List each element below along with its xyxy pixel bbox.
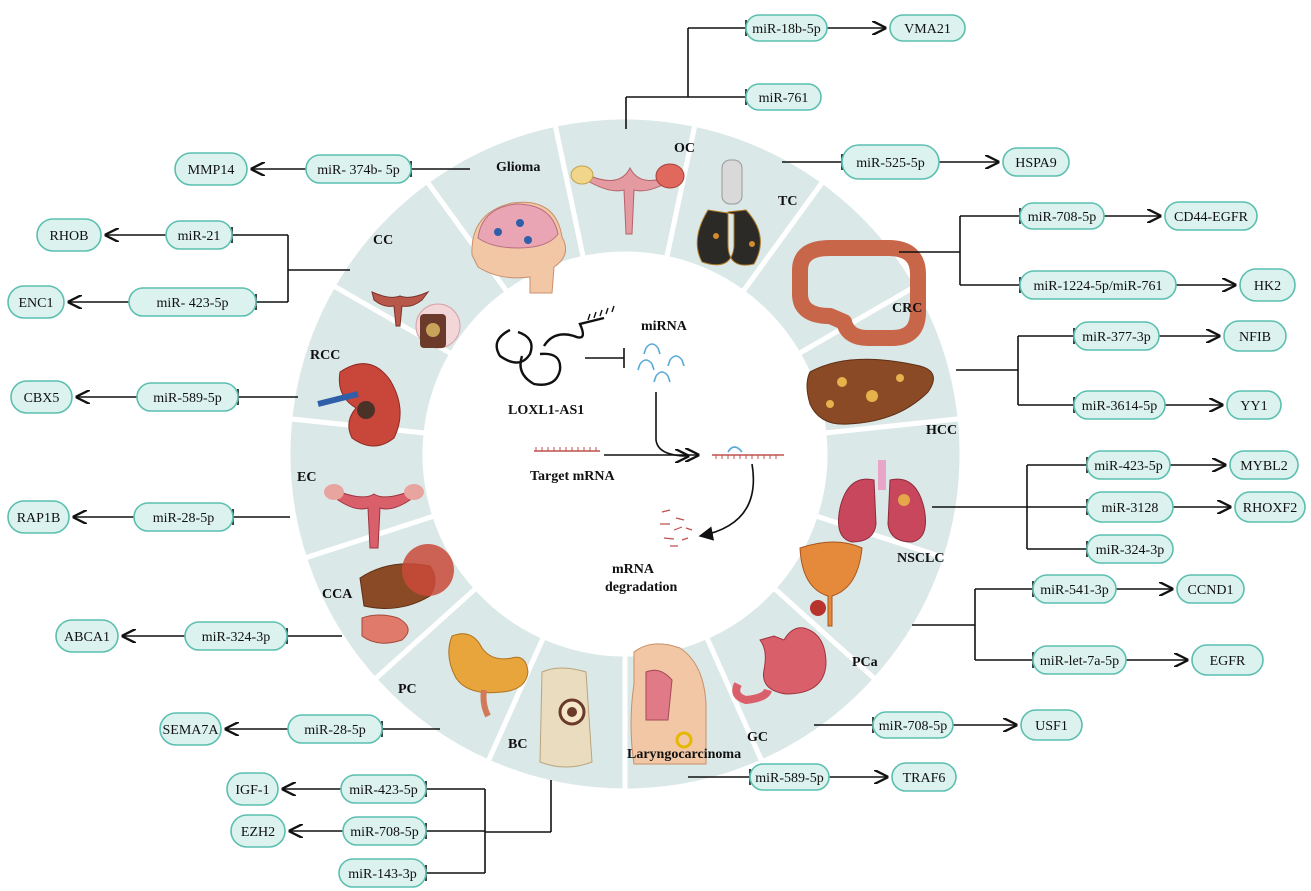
pill-hcc-mir2-text: miR-3614-5p	[1082, 399, 1157, 414]
label-laryngocarcinoma: Laryngocarcinoma	[627, 747, 741, 762]
pill-crc-tgt1-text: CD44-EGFR	[1174, 210, 1249, 225]
pill-lar-mir-text: miR-589-5p	[755, 771, 823, 786]
pill-nsclc-mir2-text: miR-3128	[1102, 501, 1159, 516]
label-tc: TC	[778, 194, 797, 209]
pill-glioma-mir-text: miR- 374b- 5p	[317, 163, 399, 178]
pill-nsclc-tgt1-text: MYBL2	[1240, 459, 1287, 474]
label-rcc: RCC	[310, 348, 340, 363]
label-pc: PC	[398, 682, 417, 697]
pill-pc-mir-text: miR-28-5p	[304, 723, 365, 738]
pill-nsclc-mir3-text: miR-324-3p	[1096, 543, 1164, 558]
pill-crc-mir1-text: miR-708-5p	[1028, 210, 1096, 225]
pill-bc-mir3-text: miR-143-3p	[348, 867, 416, 882]
pill-oc-mir1-text: miR-18b-5p	[752, 22, 820, 37]
pill-bc-tgt2-text: EZH2	[241, 825, 275, 840]
label-hcc: HCC	[926, 423, 957, 438]
pill-cca-mir-text: miR-324-3p	[202, 630, 270, 645]
pill-hcc-mir1-text: miR-377-3p	[1082, 330, 1150, 345]
pill-cc-tgt2-text: ENC1	[19, 296, 54, 311]
target-mrna-label: Target mRNA	[530, 469, 616, 484]
pill-nsclc-tgt2-text: RHOXF2	[1243, 501, 1297, 516]
degradation-label-2: degradation	[605, 580, 678, 595]
pill-crc-mir2-text: miR-1224-5p/miR-761	[1033, 279, 1162, 294]
pill-hcc-tgt2-text: YY1	[1240, 399, 1267, 414]
label-crc: CRC	[892, 301, 922, 316]
pill-rcc-tgt-text: CBX5	[24, 391, 60, 406]
pill-pc-tgt-text: SEMA7A	[162, 723, 219, 738]
label-ec: EC	[297, 470, 316, 485]
pill-cc-tgt1-text: RHOB	[50, 229, 89, 244]
label-cca: CCA	[322, 587, 353, 602]
pill-pca-mir1-text: miR-541-3p	[1040, 583, 1108, 598]
lncrna-label: LOXL1-AS1	[508, 403, 584, 418]
pill-nsclc-mir1-text: miR-423-5p	[1094, 459, 1162, 474]
pill-glioma-tgt-text: MMP14	[188, 163, 235, 178]
pill-hcc-tgt1-text: NFIB	[1239, 330, 1271, 345]
label-bc: BC	[508, 737, 527, 752]
pill-tc-tgt-text: HSPA9	[1015, 156, 1057, 171]
label-cc: CC	[373, 233, 393, 248]
pill-pca-tgt2-text: EGFR	[1210, 654, 1246, 669]
label-glioma: Glioma	[496, 160, 540, 175]
pill-crc-tgt2-text: HK2	[1254, 279, 1281, 294]
pill-pca-mir2-text: miR-let-7a-5p	[1040, 654, 1119, 669]
pill-cca-tgt-text: ABCA1	[64, 630, 110, 645]
pill-oc-mir2-text: miR-761	[759, 91, 809, 106]
pill-ec-tgt-text: RAP1B	[17, 511, 61, 526]
pill-ec-mir-text: miR-28-5p	[153, 511, 214, 526]
pill-pca-tgt1-text: CCND1	[1188, 583, 1234, 598]
label-nsclc: NSCLC	[897, 551, 944, 566]
pill-lar-tgt-text: TRAF6	[903, 771, 946, 786]
degradation-label-1: mRNA	[612, 562, 655, 577]
pill-tc-mir-text: miR-525-5p	[856, 156, 924, 171]
pill-gc-tgt-text: USF1	[1035, 719, 1068, 734]
pill-gc-mir-text: miR-708-5p	[879, 719, 947, 734]
pill-cc-mir1-text: miR-21	[178, 229, 221, 244]
pill-oc-tgt1-text: VMA21	[904, 22, 951, 37]
pill-cc-mir2-text: miR- 423-5p	[157, 296, 229, 311]
mirna-label: miRNA	[641, 319, 688, 334]
pill-rcc-mir-text: miR-589-5p	[153, 391, 221, 406]
pill-bc-mir2-text: miR-708-5p	[350, 825, 418, 840]
pill-bc-tgt1-text: IGF-1	[235, 783, 269, 798]
pill-bc-mir1-text: miR-423-5p	[349, 783, 417, 798]
label-gc: GC	[747, 730, 768, 745]
breast-tissue-illustration	[540, 668, 592, 767]
label-oc: OC	[674, 141, 695, 156]
label-pca: PCa	[852, 655, 878, 670]
